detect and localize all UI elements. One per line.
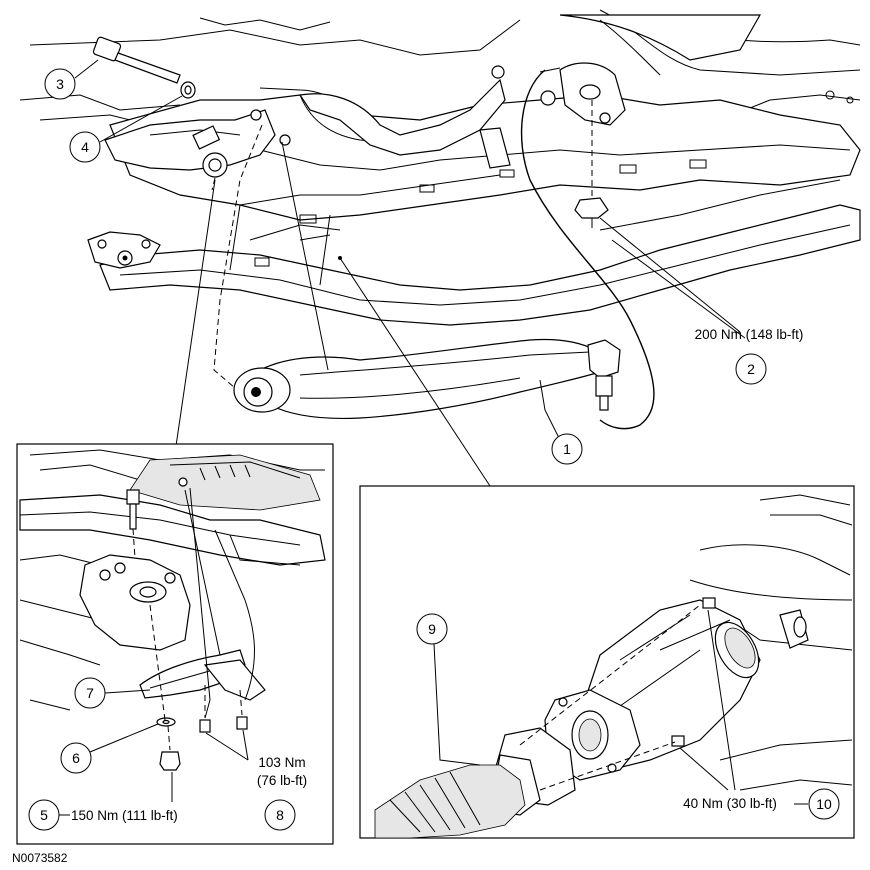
callout-3: 3: [44, 59, 99, 100]
svg-text:5: 5: [40, 807, 48, 823]
callout-6: 6: [60, 723, 159, 774]
torque-spec-8-line2: (76 lb-ft): [257, 773, 307, 788]
callout-2: 200 Nm (148 lb-ft) 2: [695, 327, 804, 385]
figure-id: N0073582: [12, 851, 68, 865]
callout-4: 4: [69, 95, 183, 163]
svg-text:3: 3: [56, 76, 64, 92]
svg-text:10: 10: [816, 796, 832, 812]
callout-8: 103 Nm (76 lb-ft) 8: [205, 729, 307, 831]
inset-right-frame: [359, 485, 855, 839]
main-subframe-view: [19, 9, 861, 487]
callout-9: 9: [416, 613, 481, 766]
stud-10b-shape: [671, 735, 685, 747]
svg-text:4: 4: [81, 139, 89, 155]
nut-2-shape: [574, 197, 609, 219]
torque-spec-2: 200 Nm (148 lb-ft): [695, 327, 804, 342]
nut-5-shape: [159, 751, 181, 771]
inset-left-frame: [16, 443, 334, 845]
svg-text:1: 1: [563, 441, 571, 457]
callout-1: 1: [551, 433, 583, 465]
torque-spec-8-line1: 103 Nm: [258, 755, 305, 770]
bolt-3-shape: [92, 36, 181, 84]
torque-spec-10: 40 Nm (30 lb-ft): [683, 796, 777, 811]
torque-spec-5: 150 Nm (111 lb-ft): [71, 808, 178, 823]
bolt-8a-shape: [199, 719, 211, 733]
bolt-8b-shape: [236, 716, 248, 730]
svg-text:6: 6: [72, 750, 80, 766]
svg-text:9: 9: [428, 621, 436, 637]
callout-7: 7: [74, 677, 151, 709]
callout-10: 40 Nm (30 lb-ft) 10: [683, 788, 840, 820]
svg-text:2: 2: [747, 361, 755, 377]
lower-control-arm-shape: [233, 338, 621, 419]
stud-10a-shape: [702, 597, 716, 609]
callout-5: 5 150 Nm (111 lb-ft): [28, 772, 178, 831]
svg-text:7: 7: [86, 685, 94, 701]
svg-text:8: 8: [276, 807, 284, 823]
